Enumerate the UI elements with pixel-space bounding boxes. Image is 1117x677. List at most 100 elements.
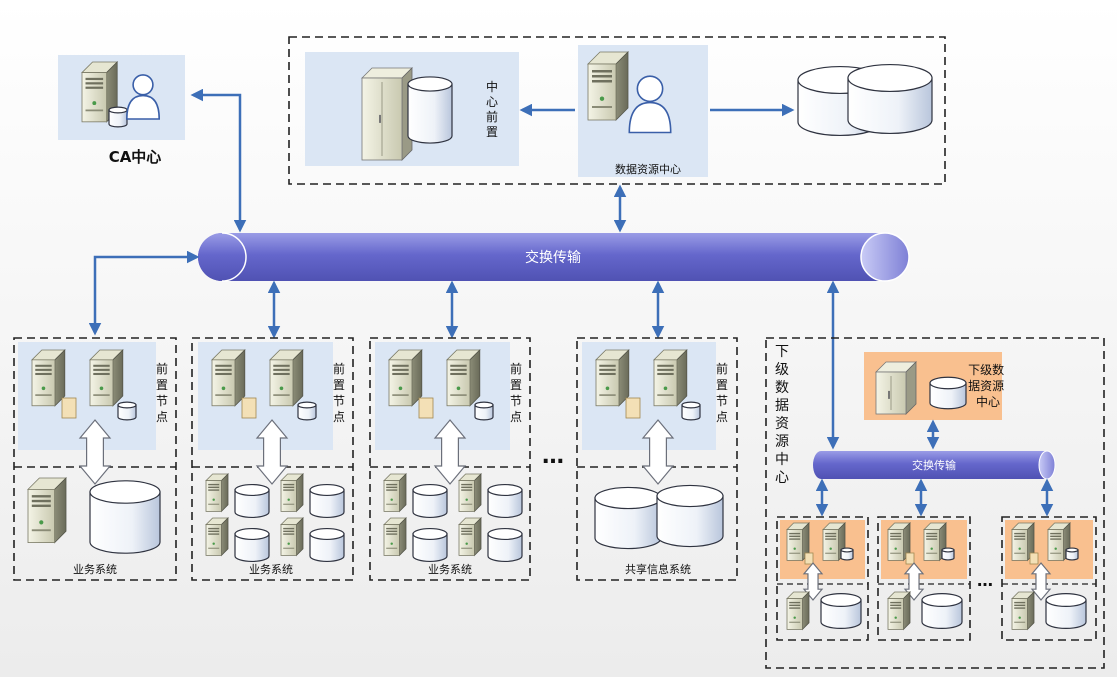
front-node-group: [576, 337, 738, 581]
ca-user-icon: [125, 74, 161, 120]
ca-server-icon: [81, 61, 128, 128]
data-center-frame: [288, 36, 946, 185]
database-icon: [820, 592, 862, 629]
server-icon: [653, 349, 688, 407]
data-center-server-icon: [587, 51, 629, 121]
business-system-label: 业务系统: [428, 563, 472, 576]
sub-group-frame: [1001, 516, 1097, 641]
document-icon: [804, 552, 814, 565]
business-system-label: 业务系统: [249, 563, 293, 576]
front-node-label: 前置节点: [510, 361, 522, 424]
database-icon: [847, 63, 933, 135]
server-icon: [383, 517, 407, 557]
double-arrow-icon: [1030, 562, 1052, 601]
database-icon: [89, 480, 161, 554]
front-node-group: [369, 337, 531, 581]
sub-center-database-icon: [929, 376, 967, 410]
sub-exchange-label: 交换传输: [912, 458, 956, 472]
server-icon: [383, 473, 407, 513]
server-icon: [31, 349, 66, 407]
double-arrow-icon: [641, 419, 675, 485]
server-icon: [211, 349, 246, 407]
database-icon: [929, 376, 967, 410]
database-icon: [1045, 592, 1087, 629]
database-icon: [941, 547, 955, 561]
server-icon: [81, 61, 119, 123]
document-icon: [905, 552, 915, 565]
server-icon: [205, 517, 229, 557]
exchange-label: 交换传输: [525, 249, 581, 266]
double-arrow-icon: [903, 562, 925, 601]
exchange-pipe: [198, 232, 910, 282]
ellipsis-sub: …: [977, 571, 993, 590]
server-icon: [269, 349, 304, 407]
rack-icon: [875, 361, 917, 415]
sub-center-server-icon: [875, 361, 917, 415]
rack-icon: [361, 67, 413, 161]
server-icon: [595, 349, 630, 407]
sub-node-group: [1001, 516, 1097, 641]
front-node-label: 前置节点: [716, 361, 728, 424]
group-frame: [13, 337, 177, 581]
server-icon: [786, 522, 810, 562]
database-icon: [309, 527, 345, 563]
double-arrow-icon: [78, 419, 112, 485]
server-icon: [1011, 522, 1035, 562]
document-icon: [418, 397, 434, 419]
center-front-database-icon: [407, 76, 453, 144]
double-arrow-icon: [255, 419, 289, 485]
database-icon: [297, 401, 317, 421]
server-icon: [458, 473, 482, 513]
server-icon: [887, 522, 911, 562]
server-icon: [280, 517, 304, 557]
sub-node-group: [776, 516, 869, 641]
server-icon: [887, 591, 911, 631]
business-system-label: 业务系统: [73, 563, 117, 576]
database-icon: [407, 76, 453, 144]
database-icon: [921, 592, 963, 629]
data-center-user-icon: [628, 75, 672, 134]
server-icon: [458, 517, 482, 557]
front-node-label: 前置节点: [156, 361, 168, 424]
sub-center-frame: [765, 337, 1105, 669]
server-icon: [388, 349, 423, 407]
database-icon: [412, 527, 448, 563]
sub-group-frame: [877, 516, 971, 641]
shared-system-label: 共享信息系统: [625, 562, 691, 576]
server-icon: [205, 473, 229, 513]
server-icon: [89, 349, 124, 407]
front-node-label: 前置节点: [333, 361, 345, 424]
database-icon: [594, 486, 662, 550]
server-icon: [27, 477, 67, 544]
sub-node-group: [877, 516, 971, 641]
sub-center-title: 下 级 数 据 资 源 中 心: [775, 344, 793, 486]
database-icon: [117, 401, 137, 421]
database-icon: [681, 401, 701, 421]
ellipsis-main: …: [542, 444, 564, 469]
arrow-ca-exchange: [190, 88, 247, 233]
sub-center-box-label: 下级数 据资源 中心: [968, 362, 1008, 409]
server-icon: [1011, 591, 1035, 631]
database-icon: [234, 483, 270, 519]
group-frame: [369, 337, 531, 581]
center-front-label: 中 心 前 置: [486, 79, 502, 139]
double-arrow-icon: [433, 419, 467, 485]
database-icon: [234, 527, 270, 563]
database-icon: [487, 527, 523, 563]
group-frame: [576, 337, 738, 581]
center-front-server-icon: [361, 67, 413, 161]
database-icon: [412, 483, 448, 519]
database-icon: [840, 547, 854, 561]
group-frame: [191, 337, 354, 581]
double-arrow-icon: [802, 562, 824, 601]
database-icon: [474, 401, 494, 421]
document-icon: [241, 397, 257, 419]
database-icon: [1065, 547, 1079, 561]
front-node-group: [13, 337, 177, 581]
user-icon: [628, 75, 672, 134]
server-icon: [587, 51, 629, 121]
document-icon: [625, 397, 641, 419]
user-icon: [125, 74, 161, 120]
server-icon: [786, 591, 810, 631]
arrow-exchange-node1: [88, 250, 200, 336]
